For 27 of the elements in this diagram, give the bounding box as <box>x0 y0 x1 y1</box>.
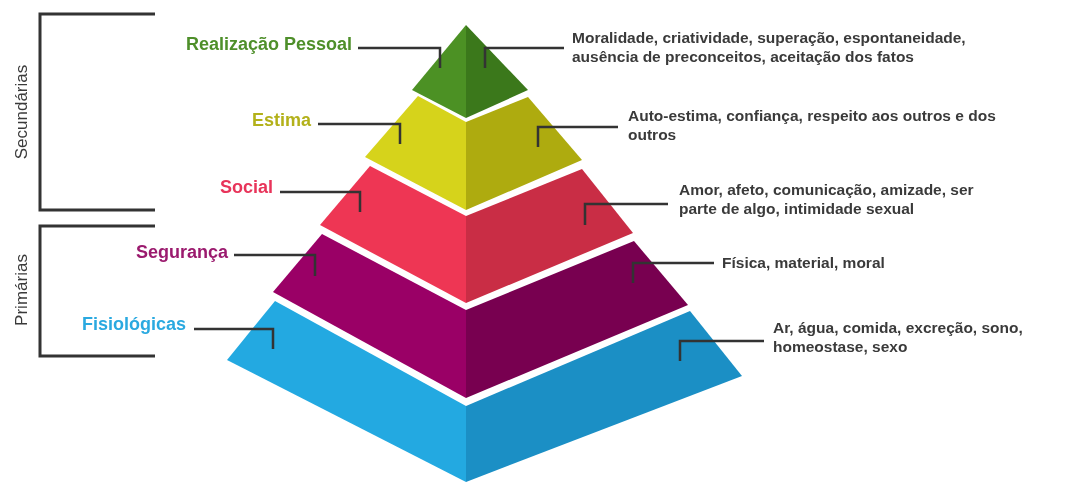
level-title: Realização Pessoal <box>185 34 352 55</box>
level-title: Estima <box>251 110 311 131</box>
pyramid-top <box>412 25 528 118</box>
leader-line <box>583 202 668 225</box>
level-title: Segurança <box>135 242 228 263</box>
pyramid-layer <box>365 96 582 210</box>
leader-line <box>536 125 618 147</box>
pyramid-layer <box>320 166 633 303</box>
leader-line <box>631 261 714 283</box>
group-label: Primárias <box>11 254 32 326</box>
leader-line <box>318 122 402 144</box>
group-label: Secundárias <box>11 64 32 160</box>
leader-line <box>280 190 362 212</box>
level-title: Fisiológicas <box>81 314 186 335</box>
leader-line <box>483 46 564 68</box>
leader-line <box>678 339 764 361</box>
leader-line <box>194 327 275 349</box>
pyramid-layer <box>273 234 688 398</box>
pyramid-layer <box>227 301 742 482</box>
leader-line <box>234 253 317 276</box>
level-description: Ar, água, comida, excreção, sono, homeostase, sexo <box>773 318 1023 356</box>
level-description: Auto-estima, confiança, respeito aos outros e dos outros <box>628 106 1023 144</box>
level-description: Moralidade, criatividade, superação, espontaneidade, ausência de preconceitos, aceitação dos fatos <box>572 28 1034 66</box>
level-description: Amor, afeto, comunicação, amizade, ser parte de algo, intimidade sexual <box>679 180 1009 218</box>
leader-line <box>358 46 442 68</box>
level-description: Física, material, moral <box>722 253 1022 272</box>
level-title: Social <box>219 177 273 198</box>
